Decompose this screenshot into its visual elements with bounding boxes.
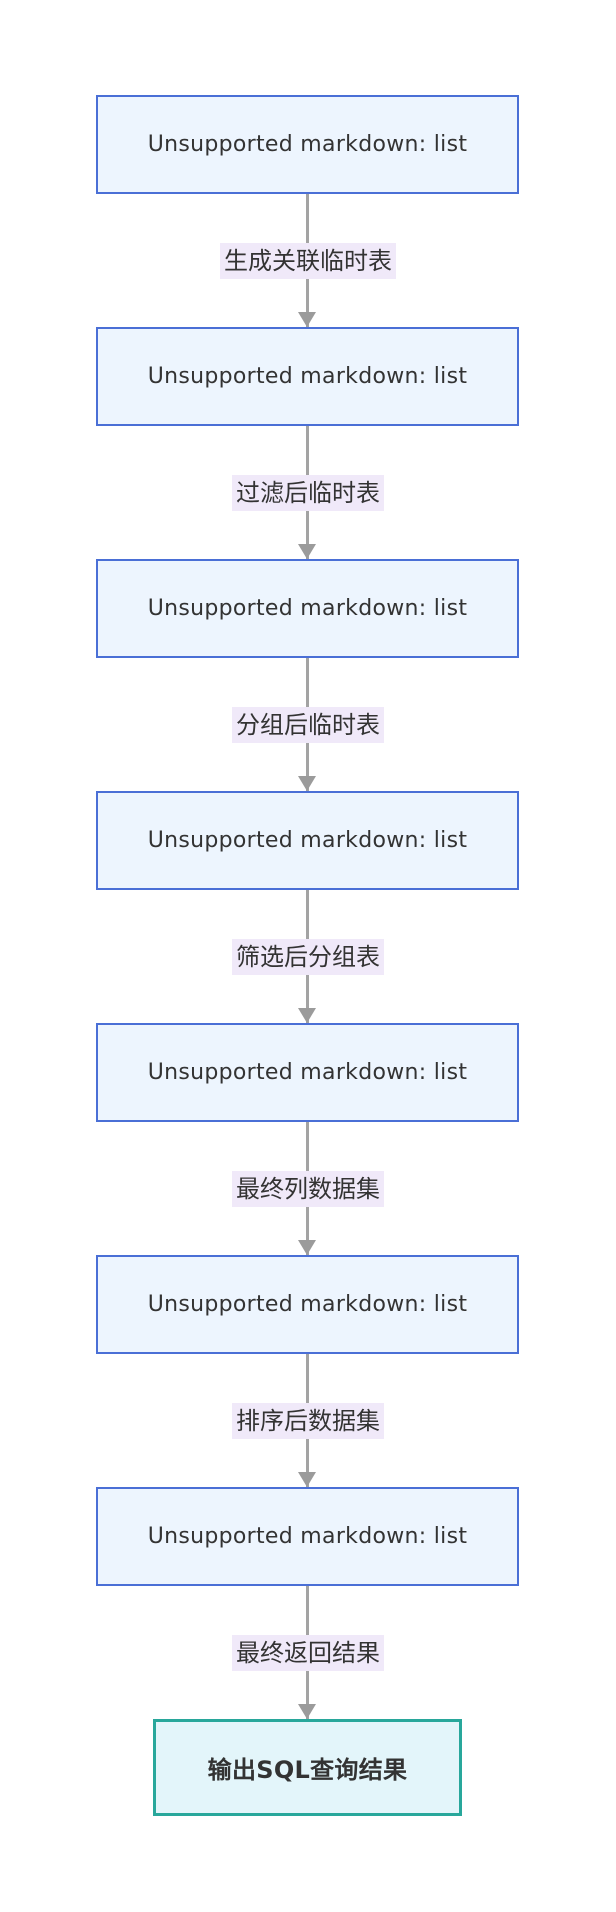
edge-7-label: 最终返回结果 xyxy=(232,1634,384,1671)
flow-edge-2: 过滤后临时表 xyxy=(0,426,616,559)
arrowhead-down-icon xyxy=(298,312,316,327)
flow-edge-4: 筛选后分组表 xyxy=(0,890,616,1023)
flow-edge-7: 最终返回结果 xyxy=(0,1586,616,1719)
edge-2-label: 过滤后临时表 xyxy=(232,474,384,511)
flow-node-7-label: Unsupported markdown: list xyxy=(147,1524,468,1549)
flow-node-7: Unsupported markdown: list xyxy=(96,1487,519,1586)
arrowhead-down-icon xyxy=(298,544,316,559)
flow-node-4-label: Unsupported markdown: list xyxy=(147,828,468,853)
edge-4-label: 筛选后分组表 xyxy=(232,938,384,975)
edge-3-label: 分组后临时表 xyxy=(232,706,384,743)
arrowhead-down-icon xyxy=(298,1704,316,1719)
flow-edge-6: 排序后数据集 xyxy=(0,1354,616,1487)
flow-edge-1: 生成关联临时表 xyxy=(0,194,616,327)
flow-node-6-label: Unsupported markdown: list xyxy=(147,1292,468,1317)
flow-node-5-label: Unsupported markdown: list xyxy=(147,1060,468,1085)
edge-1-label: 生成关联临时表 xyxy=(220,242,396,279)
arrowhead-down-icon xyxy=(298,1008,316,1023)
flow-node-6: Unsupported markdown: list xyxy=(96,1255,519,1354)
edge-6-label: 排序后数据集 xyxy=(232,1402,384,1439)
arrowhead-down-icon xyxy=(298,776,316,791)
flow-node-final-label: 输出SQL查询结果 xyxy=(207,1756,408,1784)
flow-node-2: Unsupported markdown: list xyxy=(96,327,519,426)
flow-edge-5: 最终列数据集 xyxy=(0,1122,616,1255)
flow-node-3: Unsupported markdown: list xyxy=(96,559,519,658)
flow-node-1-label: Unsupported markdown: list xyxy=(147,132,468,157)
flow-node-2-label: Unsupported markdown: list xyxy=(147,364,468,389)
edge-5-label: 最终列数据集 xyxy=(232,1170,384,1207)
flow-node-4: Unsupported markdown: list xyxy=(96,791,519,890)
flow-node-5: Unsupported markdown: list xyxy=(96,1023,519,1122)
flow-node-1: Unsupported markdown: list xyxy=(96,95,519,194)
arrowhead-down-icon xyxy=(298,1240,316,1255)
flow-node-3-label: Unsupported markdown: list xyxy=(147,596,468,621)
flow-node-final: 输出SQL查询结果 xyxy=(153,1719,462,1816)
arrowhead-down-icon xyxy=(298,1472,316,1487)
flow-edge-3: 分组后临时表 xyxy=(0,658,616,791)
